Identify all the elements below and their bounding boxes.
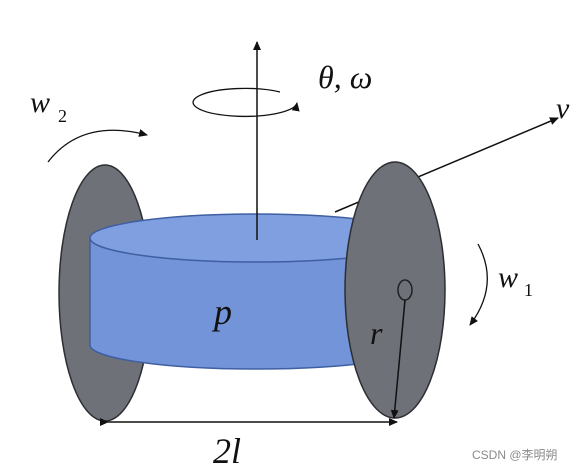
robot-body [89,213,423,370]
track-width-label: 2l [213,431,241,471]
right-wheel-speed-subscript: 1 [524,280,533,300]
body-point-label: p [211,292,232,332]
theta-omega-label: θ, ω [318,59,372,95]
left-wheel-speed-subscript: 2 [58,106,67,126]
left-wheel-speed-label: w [30,86,50,119]
radius-label: r [370,315,383,351]
left-wheel-speed-arrow [47,129,148,163]
right-wheel [344,161,446,419]
csdn-watermark: CSDN @李明朔 [472,447,558,462]
rotation-direction-arrow [192,87,300,118]
velocity-label: v [556,92,570,125]
radius-line [390,299,406,419]
right-wheel-speed-arrow [469,243,488,326]
right-wheel-speed-label: w [498,261,518,294]
wheel-hub [397,279,413,301]
